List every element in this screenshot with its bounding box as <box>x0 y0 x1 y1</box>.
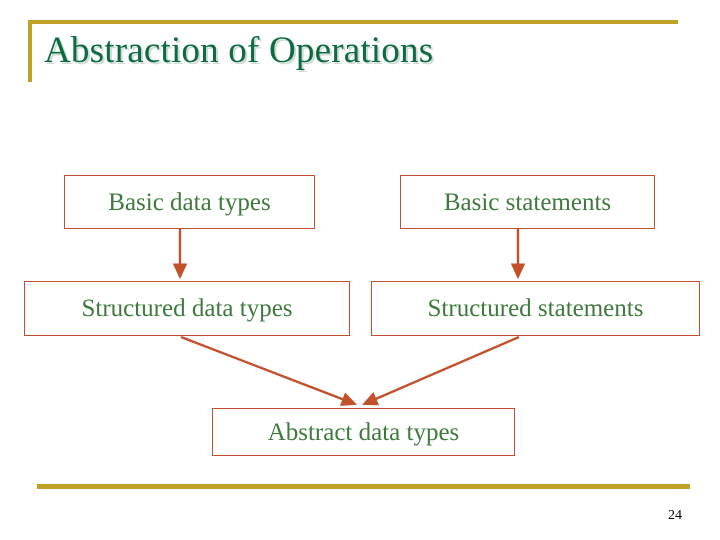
flow-box-abstract-data-types[interactable]: Abstract data types <box>212 408 515 456</box>
arrow-structured-data-types-to-abstract <box>180 335 358 406</box>
title-rule-top <box>28 20 678 24</box>
flow-box-label: Abstract data types <box>267 418 460 446</box>
flow-box-label: Structured data types <box>81 295 293 322</box>
flow-box-structured-statements[interactable]: Structured statements <box>371 281 700 336</box>
arrow-structured-statements-to-abstract <box>362 335 520 406</box>
flow-box-label: Structured statements <box>427 295 644 322</box>
title-rule-left <box>28 20 32 82</box>
page-number: 24 <box>668 508 682 523</box>
flow-box-basic-data-types[interactable]: Basic data types <box>64 175 315 229</box>
flow-box-label: Basic data types <box>108 188 271 216</box>
flow-box-structured-data-types[interactable]: Structured data types <box>24 281 350 336</box>
flow-box-label: Basic statements <box>443 188 612 216</box>
flow-box-basic-statements[interactable]: Basic statements <box>400 175 655 229</box>
page-title: Abstraction of Operations <box>44 30 434 71</box>
footer-rule <box>37 484 690 489</box>
